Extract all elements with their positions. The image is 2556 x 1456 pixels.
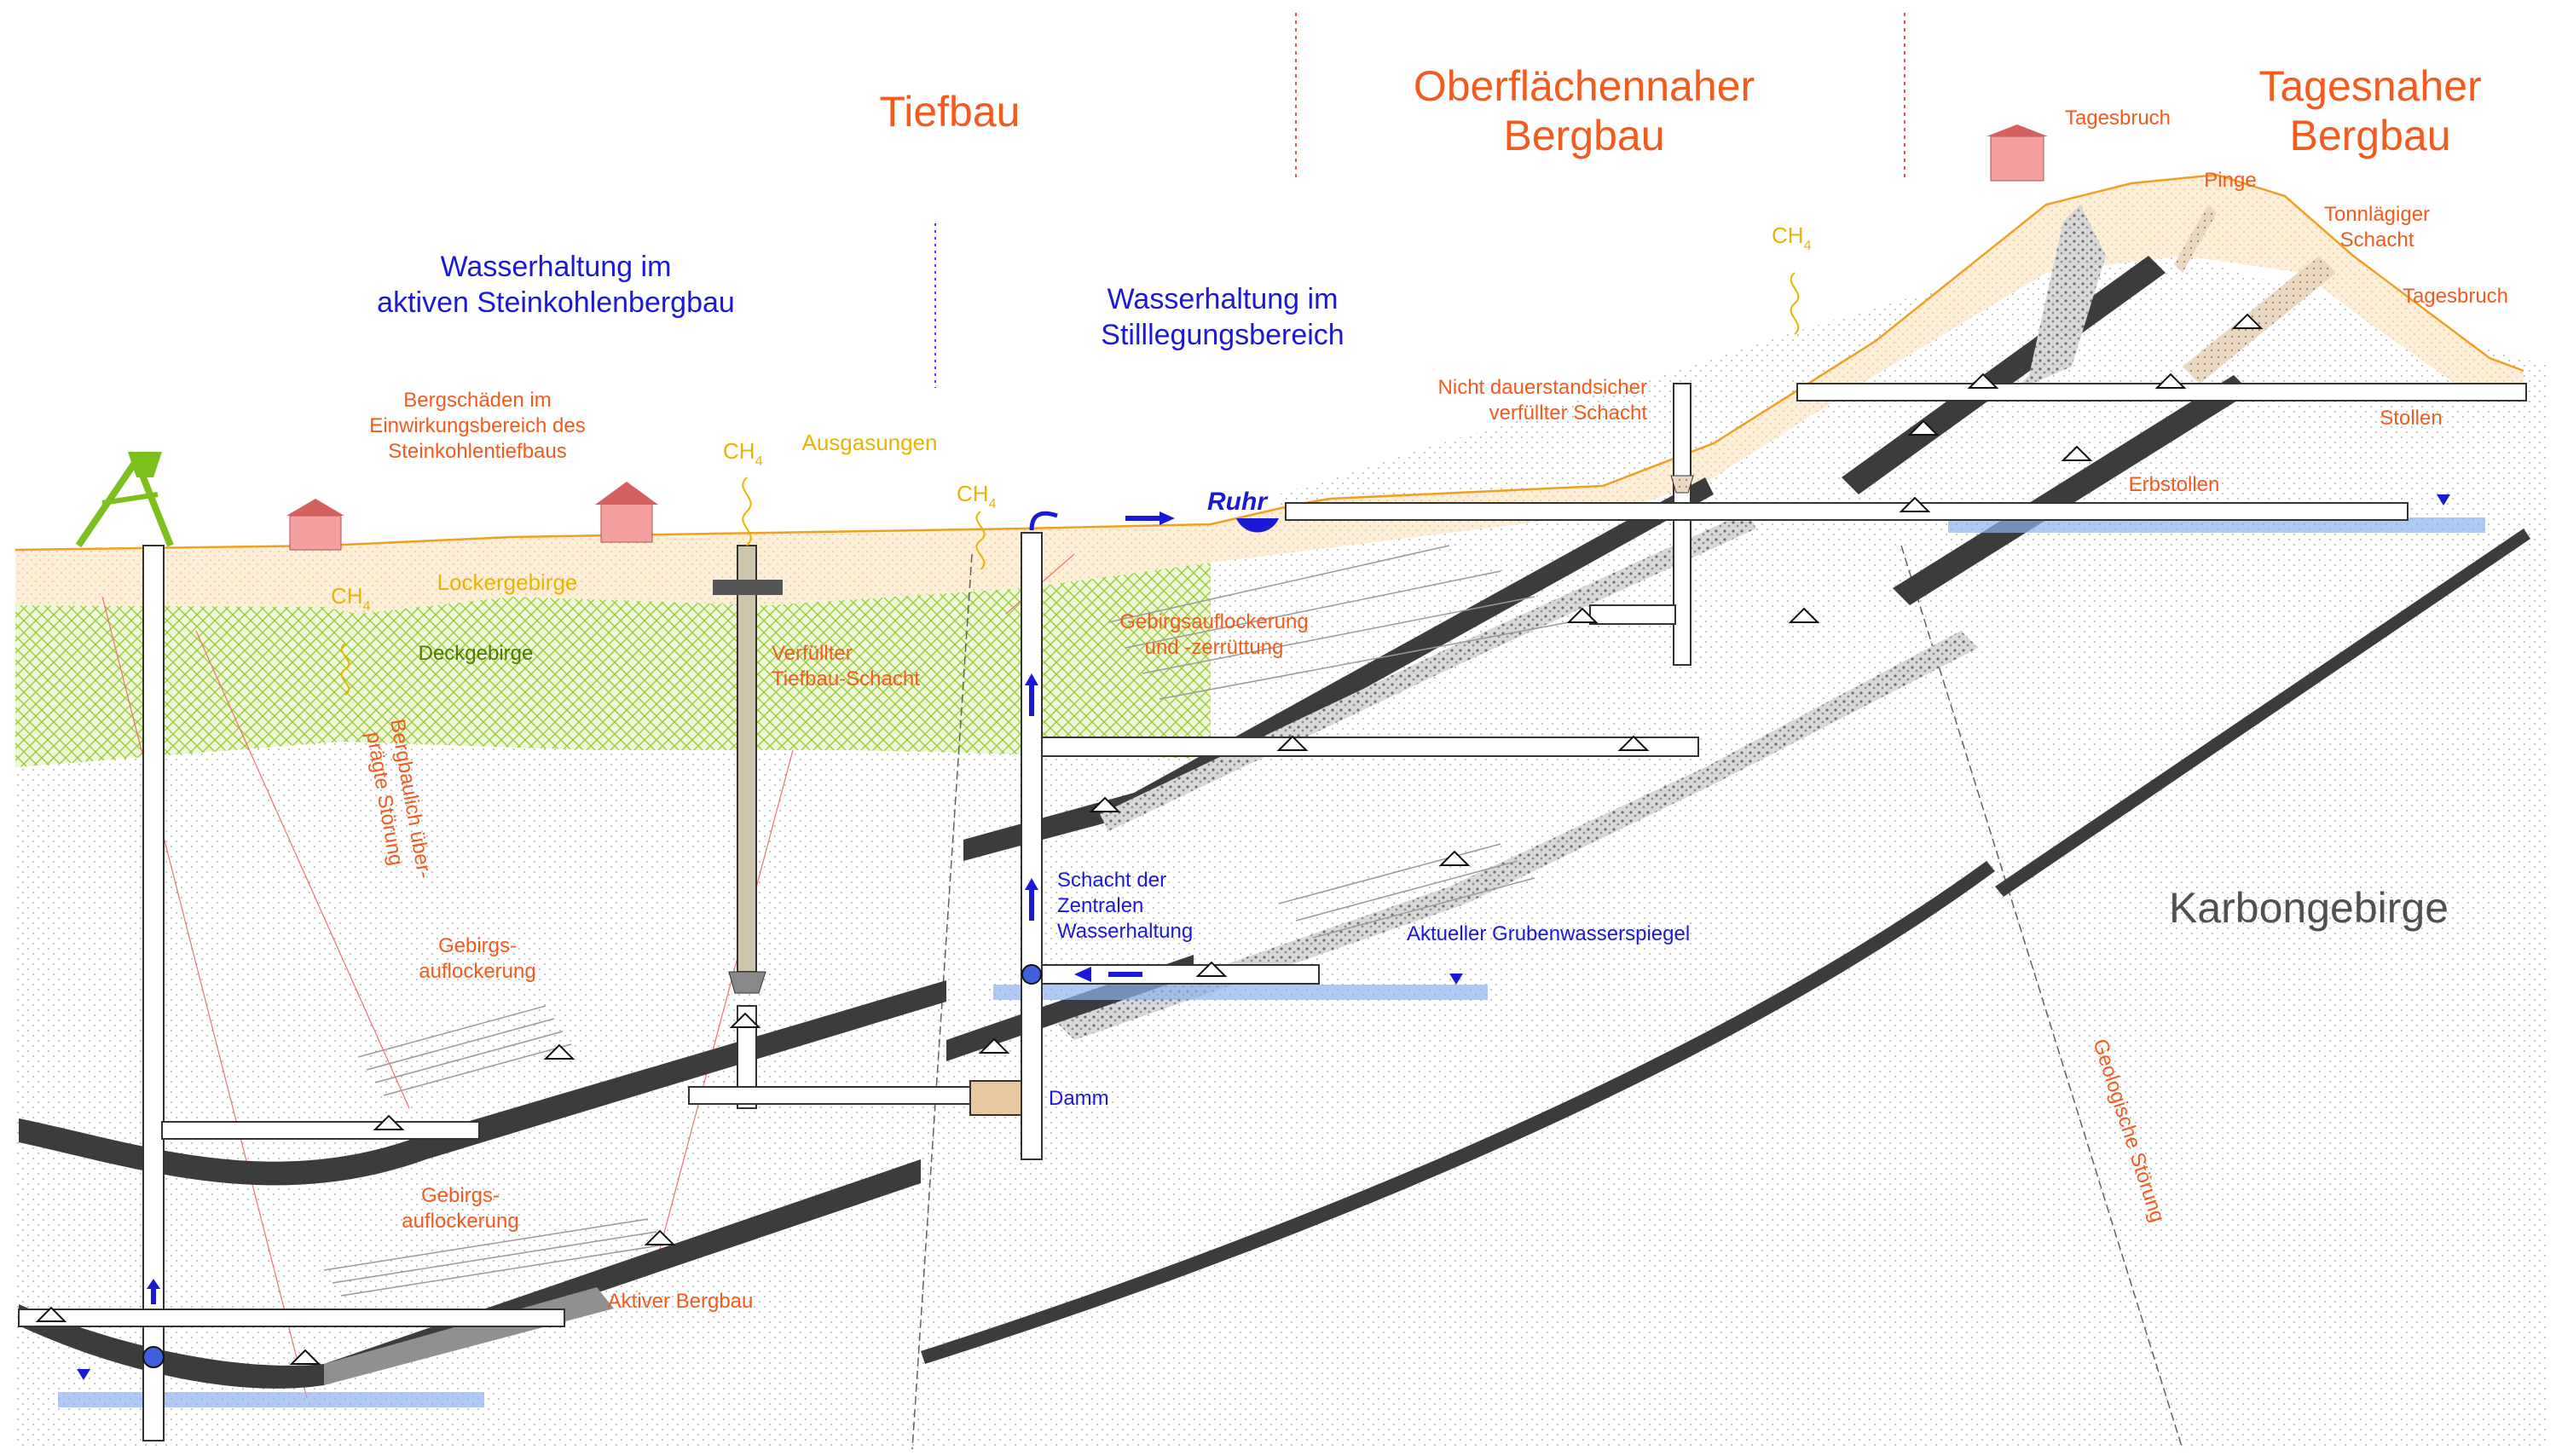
label-grubenwasser: Aktueller Grubenwasserspiegel (1407, 922, 1690, 945)
label-erbstollen: Erbstollen (2129, 473, 2220, 496)
label-bergschaeden-3: Steinkohlentiefbaus (388, 440, 566, 463)
water-level-left (58, 1392, 484, 1407)
label-ausgasungen: Ausgasungen (801, 430, 937, 455)
label-verfuellt-2: Tiefbau-Schacht (772, 667, 920, 690)
label-tagesbruch-2: Tagesbruch (2403, 285, 2508, 308)
label-gebirgsauflockerung-2: und -zerrüttung (1145, 636, 1284, 659)
damm-icon (970, 1081, 1021, 1115)
zone-aktiv-2: aktiven Steinkohlenbergbau (377, 286, 735, 319)
label-gebirgsauflockerung-1: Gebirgsauflockerung (1119, 610, 1308, 633)
label-damm: Damm (1049, 1087, 1109, 1110)
label-bergschaeden-2: Einwirkungsbereich des (369, 414, 585, 437)
label-gebirgs-b2: auflockerung (402, 1210, 518, 1233)
label-nicht-dauer-2: verfüllter Schacht (1489, 402, 1648, 425)
label-bergschaeden-1: Bergschäden im (403, 389, 551, 412)
label-nicht-dauer-1: Nicht dauerstandsicher (1438, 376, 1647, 399)
label-pinge: Pinge (2204, 169, 2256, 192)
label-tonnlaeg-1: Tonnlägiger (2324, 203, 2430, 226)
zone-still-2: Stilllegungsbereich (1101, 319, 1344, 351)
label-aktiver-bergbau: Aktiver Bergbau (608, 1290, 754, 1313)
label-tagesbruch-1: Tagesbruch (2065, 107, 2171, 130)
label-karbongebirge: Karbongebirge (2169, 884, 2449, 932)
label-schacht-2: Zentralen (1057, 894, 1143, 917)
label-gebirgs-b1: Gebirgs- (421, 1184, 500, 1207)
label-schacht-3: Wasserhaltung (1057, 920, 1193, 943)
label-lockergebirge: Lockergebirge (437, 569, 578, 595)
erbstollen (1286, 503, 2408, 520)
label-ruhr: Ruhr (1207, 488, 1269, 516)
label-schacht-1: Schacht der (1057, 869, 1166, 892)
house-icon-3 (1986, 124, 2048, 181)
heading-tagesnah-2: Bergbau (2289, 112, 2450, 159)
zone-still-1: Wasserhaltung im (1107, 283, 1339, 315)
heading-oberflaechennah-2: Bergbau (1503, 112, 1664, 159)
heading-tiefbau: Tiefbau (880, 88, 1021, 136)
label-verfuellt-1: Verfüllter (772, 642, 853, 665)
label-stollen: Stollen (2380, 407, 2442, 430)
label-deckgebirge: Deckgebirge (419, 642, 534, 665)
label-gebirgs-a1: Gebirgs- (438, 934, 517, 957)
label-tonnlaeg-2: Schacht (2340, 228, 2414, 251)
grubenwasserspiegel (993, 985, 1488, 1000)
zone-aktiv-1: Wasserhaltung im (441, 251, 672, 283)
heading-tagesnah-1: Tagesnaher (2258, 62, 2481, 110)
label-gebirgs-a2: auflockerung (419, 960, 535, 983)
heading-oberflaechennah-1: Oberflächennaher (1414, 62, 1755, 110)
